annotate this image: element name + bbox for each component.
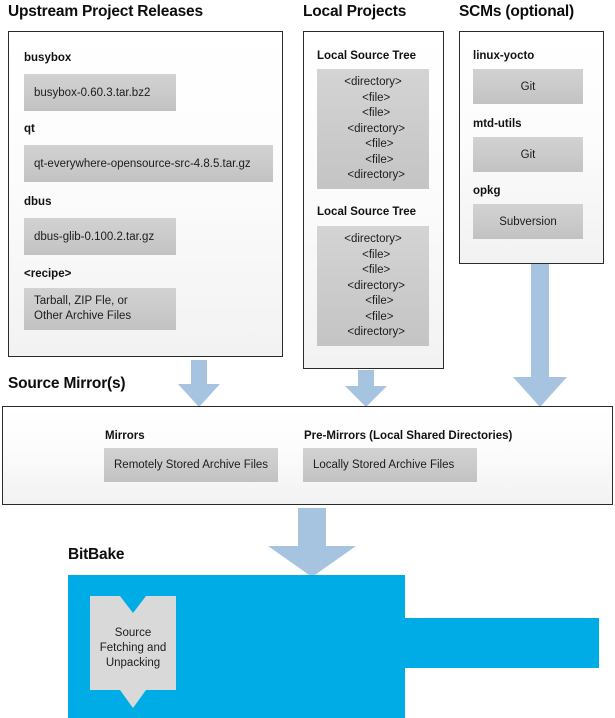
tree-1-line-4: <file> xyxy=(352,138,394,150)
scm-entry-value-mtd-utils: Git xyxy=(473,137,583,172)
bitbake-process-shape xyxy=(68,575,599,718)
scm-entry-label-mtd-utils: mtd-utils xyxy=(473,118,522,130)
arrow-local-projects-to-mirror-icon xyxy=(345,370,387,407)
recipe-line-1: Tarball, ZIP Fle, or xyxy=(34,295,128,307)
local-source-tree-2: <directory> <file> <file> <directory> <f… xyxy=(317,226,429,346)
tree-2-line-2: <file> xyxy=(355,264,391,276)
upstream-entry-label-dbus: dbus xyxy=(24,196,52,208)
tree-1-line-3: <directory> xyxy=(341,122,405,135)
upstream-entry-label-busybox: busybox xyxy=(24,52,72,64)
section-title-bitbake: BitBake xyxy=(68,546,125,563)
bitbake-task-line-1: Source xyxy=(114,627,152,639)
mirror-entry-value-mirrors: Remotely Stored Archive Files xyxy=(104,448,278,482)
arrow-upstream-to-mirror-icon xyxy=(178,360,220,407)
tree-2-line-4: <file> xyxy=(352,295,394,307)
bitbake-task-source-fetching-and-unpacking: Source Fetching and Unpacking xyxy=(90,596,176,708)
tree-1-line-2: <file> xyxy=(355,107,391,119)
tree-1-line-6: <directory> xyxy=(341,169,405,181)
arrow-scms-to-mirror-icon xyxy=(513,264,567,407)
section-title-upstream: Upstream Project Releases xyxy=(8,3,203,20)
upstream-entry-label-qt: qt xyxy=(24,123,35,135)
recipe-line-2: Other Archive Files xyxy=(34,310,132,322)
tree-2-line-5: <file> xyxy=(352,310,394,323)
scm-entry-value-linux-yocto: Git xyxy=(473,69,583,104)
scm-entry-label-opkg: opkg xyxy=(473,185,501,197)
scm-entry-value-opkg: Subversion xyxy=(473,204,583,239)
mirror-entry-label-pre-mirrors: Pre-Mirrors (Local Shared Directories) xyxy=(304,430,513,442)
scm-entry-label-linux-yocto: linux-yocto xyxy=(473,50,535,62)
arrow-mirror-to-bitbake-icon xyxy=(268,508,356,577)
local-tree-label-1: Local Source Tree xyxy=(317,50,417,62)
bitbake-task-line-3: Unpacking xyxy=(105,657,161,669)
upstream-entry-value-dbus: dbus-glib-0.100.2.tar.gz xyxy=(24,218,176,255)
upstream-entry-value-recipe: Tarball, ZIP Fle, or Other Archive Files xyxy=(24,288,176,330)
upstream-entry-value-busybox: busybox-0.60.3.tar.bz2 xyxy=(24,74,176,111)
section-title-local-projects: Local Projects xyxy=(303,3,407,20)
tree-1-line-5: <file> xyxy=(352,153,394,166)
tree-1-line-1: <file> xyxy=(355,91,391,104)
tree-2-line-3: <directory> xyxy=(341,279,405,292)
local-source-tree-1: <directory> <file> <file> <directory> <f… xyxy=(317,69,429,189)
tree-2-line-6: <directory> xyxy=(341,326,405,338)
mirror-entry-label-mirrors: Mirrors xyxy=(105,430,145,442)
tree-2-line-0: <directory> xyxy=(344,233,402,245)
upstream-entry-label-recipe: <recipe> xyxy=(24,268,72,280)
tree-1-line-0: <directory> xyxy=(344,76,402,88)
local-tree-label-2: Local Source Tree xyxy=(317,206,417,218)
upstream-entry-value-qt: qt-everywhere-opensource-src-4.8.5.tar.g… xyxy=(24,145,273,182)
mirror-entry-value-pre-mirrors: Locally Stored Archive Files xyxy=(303,448,477,482)
section-title-scms: SCMs (optional) xyxy=(459,3,574,20)
bitbake-task-line-2: Fetching and xyxy=(99,642,167,654)
section-title-source-mirrors: Source Mirror(s) xyxy=(8,375,126,392)
tree-2-line-1: <file> xyxy=(355,248,391,261)
